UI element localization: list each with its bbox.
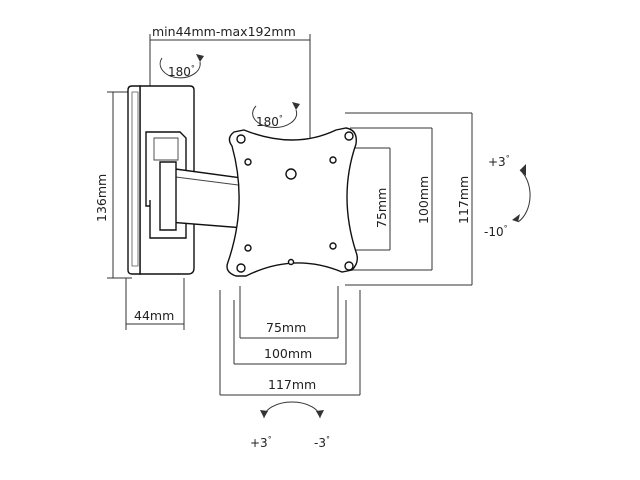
rotation-arrow <box>260 401 324 419</box>
rotate-left-angle: +3° <box>250 435 272 450</box>
swivel-top-angle: 180° <box>168 64 195 79</box>
hole-v-small-label: 75mm <box>374 188 389 228</box>
wall-height-label: 136mm <box>94 174 109 222</box>
tilt-down-angle: -10° <box>484 224 508 239</box>
plate-v-label: 117mm <box>456 176 471 224</box>
plate-h-label: 117mm <box>268 377 316 392</box>
dimension-lines <box>107 34 473 396</box>
depth-dimension-label: min44mm-max192mm <box>152 24 296 39</box>
swivel-mid-arrow <box>252 102 300 128</box>
rotate-right-angle: -3° <box>314 435 330 450</box>
tilt-arrow <box>512 164 531 223</box>
swivel-top-arrow <box>159 54 204 79</box>
swing-arm <box>145 131 251 239</box>
hole-h-small-label: 75mm <box>266 320 306 335</box>
wall-width-label: 44mm <box>134 308 174 323</box>
vesa-plate <box>226 127 359 277</box>
hole-h-large-label: 100mm <box>264 346 312 361</box>
tilt-up-angle: +3° <box>488 154 510 169</box>
swivel-mid-angle: 180° <box>256 114 283 129</box>
hole-v-large-label: 100mm <box>416 176 431 224</box>
